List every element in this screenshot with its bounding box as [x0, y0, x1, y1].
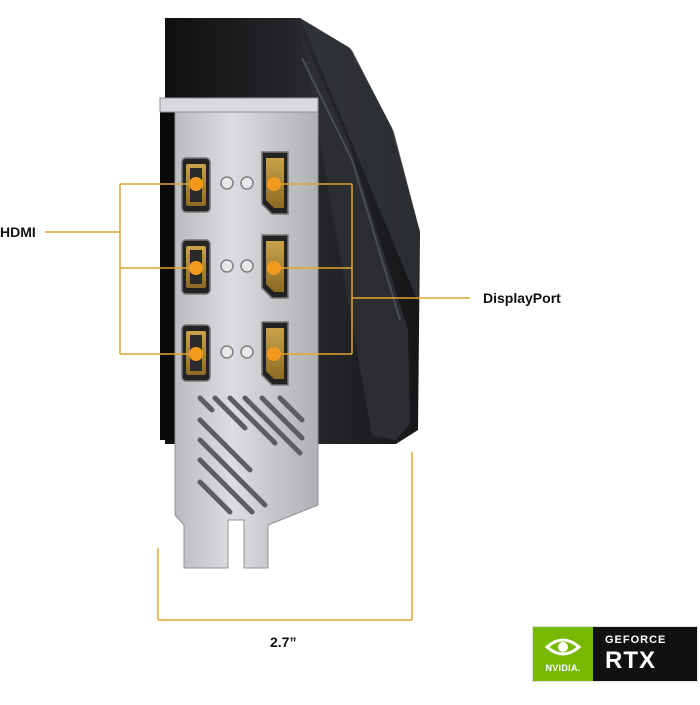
nvidia-eye-icon — [544, 638, 582, 656]
geforce-rtx-badge: NVIDIA. GEFORCE RTX — [532, 626, 698, 682]
geforce-text: GEFORCE — [605, 634, 667, 646]
card-width-label: 2.7” — [270, 634, 297, 650]
bracket-vents — [197, 395, 305, 515]
nvidia-logo-panel: NVIDIA. — [533, 627, 593, 681]
rtx-text: RTX — [605, 647, 656, 674]
displayport-callout-lines — [274, 183, 470, 355]
bracket-screws — [220, 176, 254, 359]
io-bracket — [159, 97, 319, 569]
geforce-rtx-panel: GEFORCE RTX — [593, 627, 697, 681]
displayport-label: DisplayPort — [483, 290, 561, 306]
hdmi-label: HDMI — [0, 224, 36, 240]
width-dimension-line — [157, 452, 413, 621]
callout-dots — [189, 177, 281, 361]
hdmi-callout-lines — [45, 183, 196, 355]
nvidia-brand-text: NVIDIA. — [545, 663, 581, 673]
